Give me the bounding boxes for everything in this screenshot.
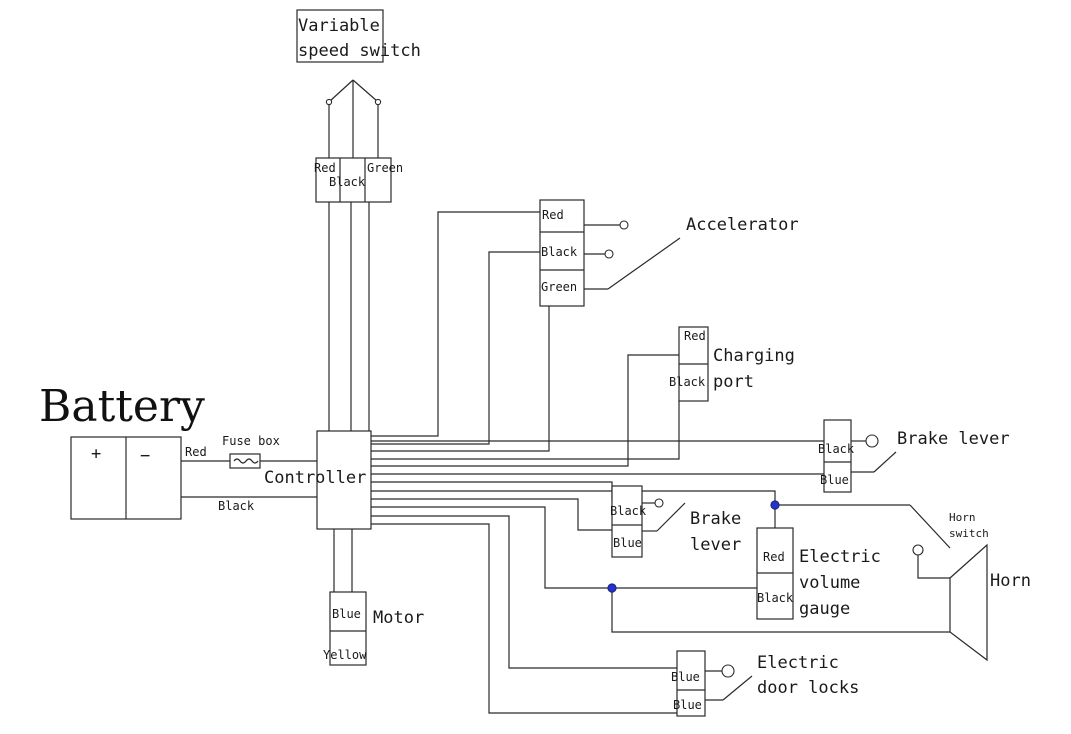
switch-contact-left <box>325 98 333 106</box>
horn-ground-wire <box>611 588 950 633</box>
charging-pin-red: Red <box>684 329 706 343</box>
horn-assembly: Horn switch Horn <box>611 504 1031 662</box>
volume-gauge-title-line3: gauge <box>799 599 850 619</box>
battery-black-label: Black <box>218 499 255 513</box>
brake-right-terminal <box>865 434 879 448</box>
brake-right-pin-black: Black <box>818 442 855 456</box>
junction-node <box>770 500 780 510</box>
door-pointer <box>722 675 753 701</box>
accel-terminal-2 <box>604 249 614 259</box>
accelerator: Red Black Green Accelerator <box>539 199 799 307</box>
horn-switch-wire <box>917 555 950 579</box>
door-pin-blue-2: Blue <box>673 698 702 712</box>
accelerator-pin-black: Black <box>541 245 578 259</box>
wire-gauge-black <box>371 506 757 589</box>
motor: Blue Yellow Motor <box>323 529 424 666</box>
brake-mid-terminal <box>654 498 664 508</box>
volume-gauge-title-line2: volume <box>799 573 860 593</box>
horn-switch-terminal <box>912 544 924 556</box>
wire-gauge-red <box>371 490 776 505</box>
door-locks: Blue Blue Electric door locks <box>671 650 859 717</box>
controller-wiring <box>371 211 824 714</box>
speed-switch-pin-green: Green <box>367 161 403 175</box>
brake-mid-pin-black: Black <box>610 504 647 518</box>
accelerator-pin-red: Red <box>542 208 564 222</box>
controller: Controller <box>264 430 372 530</box>
door-locks-title-line2: door locks <box>757 678 859 698</box>
switch-blade-left <box>329 79 354 102</box>
motor-pin-yellow: Yellow <box>323 648 367 662</box>
accel-pointer <box>607 237 681 290</box>
battery-title: Battery <box>39 381 205 432</box>
motor-title: Motor <box>373 608 424 628</box>
door-pin-blue-1: Blue <box>671 670 700 684</box>
speed-switch-box <box>296 9 384 63</box>
fuse-box-label: Fuse box <box>222 434 280 448</box>
switch-contact-right <box>374 98 382 106</box>
wire-accel-black <box>371 251 540 445</box>
accelerator-connector <box>539 199 585 307</box>
volume-gauge: Red Black Electric volume gauge <box>756 505 881 620</box>
battery: Battery + − Red Black <box>39 381 317 520</box>
brake-mid-pin-blue: Blue <box>613 536 642 550</box>
accelerator-pin-green: Green <box>541 280 577 294</box>
volume-gauge-title-line1: Electric <box>799 547 881 567</box>
controller-label: Controller <box>264 468 366 488</box>
speed-switch-title-line1: Variable <box>298 16 380 36</box>
brake-lever-right-connector <box>823 419 852 493</box>
speed-switch-pin-black: Black <box>329 175 366 189</box>
wire-door-2 <box>371 523 677 714</box>
brake-lever-mid-title-line2: lever <box>690 535 741 555</box>
speed-switch: Variable speed switch Red Black Green <box>296 9 421 431</box>
brake-lever-mid: Black Blue Brake lever <box>610 485 741 558</box>
gauge-pin-red: Red <box>763 550 785 564</box>
accelerator-title: Accelerator <box>686 215 799 235</box>
wire-brake-mid-blue <box>371 498 612 531</box>
door-terminal <box>721 664 735 678</box>
charging-port-title-line2: port <box>713 372 754 392</box>
wire-accel-green <box>371 306 550 452</box>
door-locks-connector <box>676 650 706 717</box>
gauge-pin-black: Black <box>757 591 794 605</box>
horn-title: Horn <box>990 571 1031 591</box>
horn-switch-title-line2: switch <box>949 527 989 540</box>
horn-switch-pointer <box>909 504 951 549</box>
brake-lever-right: Black Blue Brake lever <box>818 419 1010 493</box>
horn-switch-title-line1: Horn <box>949 511 976 524</box>
motor-pin-blue: Blue <box>332 607 361 621</box>
brake-right-pointer <box>873 451 897 473</box>
controller-box <box>316 430 372 530</box>
wire-charge-black <box>371 401 680 460</box>
charging-port: Red Black Charging port <box>669 326 795 402</box>
door-locks-title-line1: Electric <box>757 653 839 673</box>
charging-port-title-line1: Charging <box>713 346 795 366</box>
battery-minus: − <box>140 446 150 466</box>
brake-lever-mid-title-line1: Brake <box>690 509 741 529</box>
brake-mid-pointer <box>656 502 686 532</box>
battery-red-label: Red <box>185 445 207 459</box>
battery-plus: + <box>91 444 101 464</box>
fuse-symbol <box>233 458 259 464</box>
speed-switch-connector <box>315 157 392 203</box>
wire-accel-red <box>371 211 540 437</box>
fuse-box: Fuse box <box>222 434 317 469</box>
wire-door-1 <box>371 515 677 669</box>
accel-terminal-1 <box>619 220 629 230</box>
charging-pin-black: Black <box>669 375 706 389</box>
junction-node <box>607 583 617 593</box>
brake-lever-right-title: Brake lever <box>897 429 1010 449</box>
motor-connector <box>329 591 367 666</box>
speed-switch-title-line2: speed switch <box>298 41 421 61</box>
switch-blade-right <box>352 79 378 102</box>
speed-switch-pin-red: Red <box>314 161 336 175</box>
wire-charge-red <box>371 354 679 467</box>
brake-lever-mid-connector <box>611 485 643 558</box>
horn-body <box>949 543 988 662</box>
brake-right-pin-blue: Blue <box>820 473 849 487</box>
